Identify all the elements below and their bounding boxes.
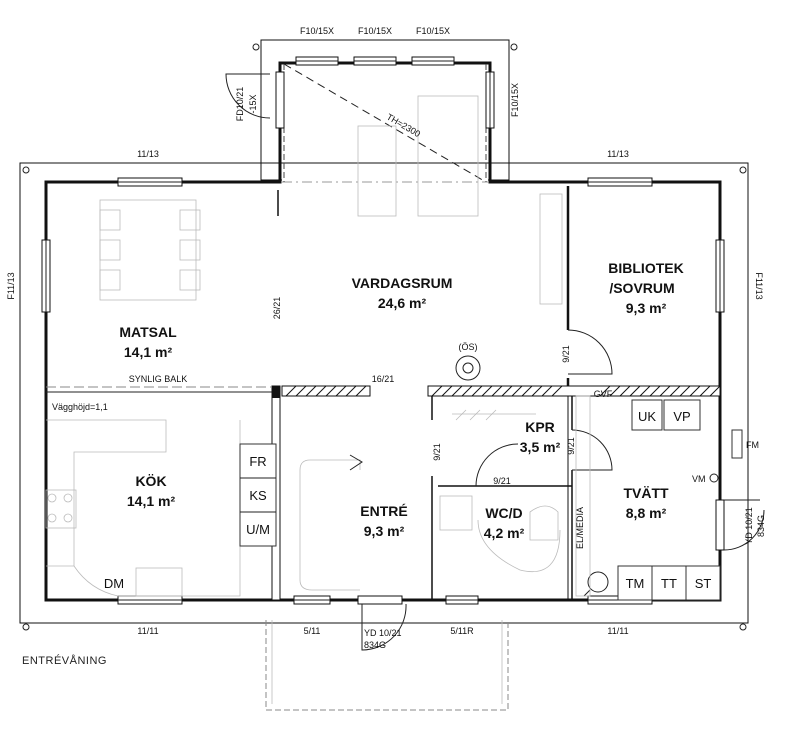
door-label-bay-2: -15X [248, 94, 258, 113]
door-label-front-2: 834G [364, 640, 386, 650]
room-name-entre: ENTRÉ [360, 503, 407, 519]
living-furniture [46, 193, 563, 388]
window-label-bottom-right: 11/11 [607, 626, 628, 636]
fm-note: FM [746, 440, 759, 450]
room-name-sovrum: /SOVRUM [609, 280, 674, 296]
room-area-entre: 9,3 m² [364, 523, 405, 539]
synlig-balk-note: SYNLIG BALK [129, 374, 188, 384]
gvf-note: GVF [594, 389, 613, 399]
vagghojd-note: Vägghöjd=1,1 [52, 402, 108, 412]
st-label: ST [695, 576, 712, 591]
bay-features [283, 63, 487, 217]
room-name-bibliotek: BIBLIOTEK [608, 260, 683, 276]
entrance-canopy [265, 620, 509, 711]
opening-label-16-21: 16/21 [372, 374, 395, 384]
outer-walls [19, 39, 749, 631]
window-label-5-11: 5/11 [304, 626, 321, 636]
window-label-top-2: F10/15X [358, 26, 392, 36]
window-label-bay-right: F10/15X [510, 83, 520, 117]
window-label-top-left: 11/13 [137, 149, 159, 159]
door-label-9-21-kpr-left: 9/21 [432, 443, 442, 461]
room-name-kpr: KPR [525, 419, 555, 435]
door-label-9-21-wc: 9/21 [493, 476, 511, 486]
door-label-side-2: 834G [756, 515, 766, 537]
room-area-matsal: 14,1 m² [124, 344, 173, 360]
door-label-front-1: YD 10/21 [364, 628, 402, 638]
vm-note: VM [692, 474, 706, 484]
room-name-wcd: WC/D [485, 505, 522, 521]
room-area-kok: 14,1 m² [127, 493, 176, 509]
window-label-bottom-left: 11/11 [137, 626, 158, 636]
ceiling-height-label: TH=2300 [385, 112, 422, 139]
opening-label-26-21: 26/21 [272, 297, 282, 320]
door-label-bay-1: FD10/21 [235, 87, 245, 122]
el-media-note: EL/MEDIA [575, 507, 585, 549]
door-label-9-21-kpr-right: 9/21 [566, 437, 576, 455]
floor-caption: ENTRÉVÅNING [22, 654, 107, 667]
entre-furniture [299, 409, 561, 591]
room-name-tvatt: TVÄTT [623, 485, 669, 501]
kitchen-furniture [45, 419, 277, 597]
room-area-kpr: 3,5 m² [520, 439, 561, 455]
room-name-kok: KÖK [135, 473, 166, 489]
room-area-vardagsrum: 24,6 m² [378, 295, 427, 311]
dishwasher-label: DM [104, 576, 124, 591]
window-label-top-right: 11/13 [607, 149, 629, 159]
room-area-bibliotek: 9,3 m² [626, 300, 667, 316]
freezer-label: KS [249, 488, 267, 503]
door-label-side-1: YD 10/21 [744, 507, 754, 545]
window-label-right: F11/13 [754, 272, 764, 299]
os-note: (ÖS) [459, 342, 478, 352]
door-label-9-21-bibliotek: 9/21 [561, 345, 571, 363]
window-label-top-3: F10/15X [416, 26, 450, 36]
uk-label: UK [638, 409, 656, 424]
tvatt-furniture [575, 395, 743, 601]
window-label-5-11r: 5/11R [450, 626, 474, 636]
tt-label: TT [661, 576, 677, 591]
fridge-label: FR [249, 454, 266, 469]
oven-microwave-label: U/M [246, 522, 270, 537]
room-name-matsal: MATSAL [119, 324, 177, 340]
window-label-left: F11/13 [6, 272, 16, 299]
vp-label: VP [673, 409, 690, 424]
window-label-top-1: F10/15X [300, 26, 334, 36]
door-swings [225, 73, 765, 651]
tm-label: TM [626, 576, 645, 591]
room-area-wcd: 4,2 m² [484, 525, 525, 541]
room-area-tvatt: 8,8 m² [626, 505, 667, 521]
room-name-vardagsrum: VARDAGSRUM [352, 275, 453, 291]
